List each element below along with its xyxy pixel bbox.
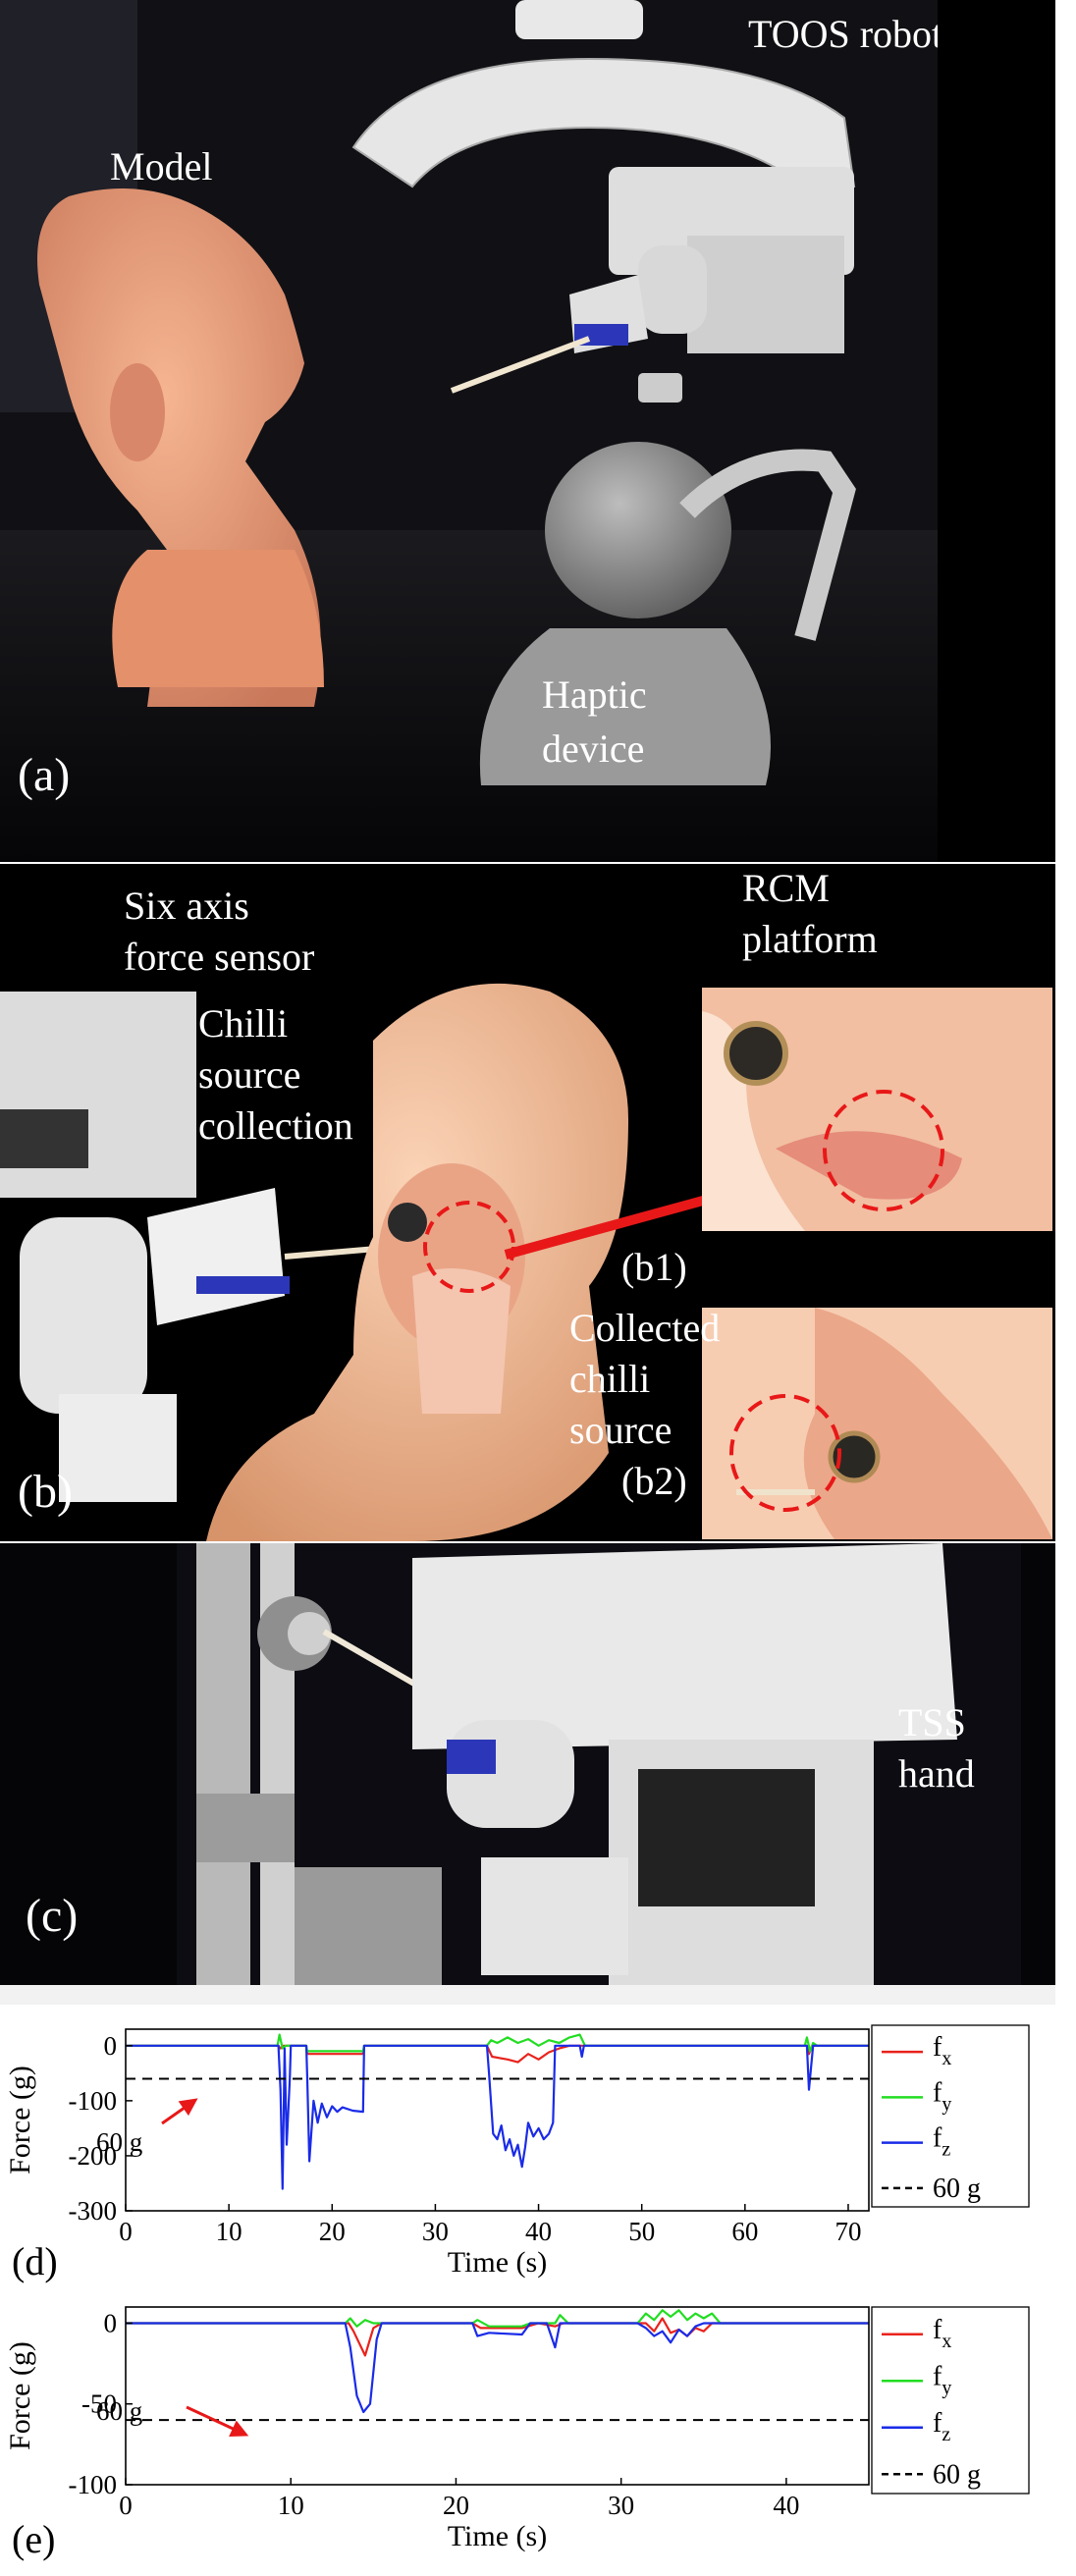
model-head bbox=[37, 188, 325, 707]
chilli-label-line2: source bbox=[198, 1052, 301, 1097]
y-tick-label: -100 bbox=[69, 2470, 118, 2499]
plot-frame bbox=[125, 2028, 870, 2212]
legend-box bbox=[871, 2024, 1030, 2208]
chilli-label-line3: collection bbox=[198, 1103, 353, 1148]
series-line-fy bbox=[126, 2309, 869, 2328]
plot-frame bbox=[125, 2306, 870, 2486]
x-tick-label: 70 bbox=[834, 2217, 861, 2246]
y-axis-label: Force (g) bbox=[4, 2066, 36, 2174]
sensor-label-line2: force sensor bbox=[124, 935, 315, 979]
panel-c-label: (c) bbox=[26, 1890, 79, 1942]
y-tick-label: -300 bbox=[69, 2196, 118, 2226]
power-box bbox=[295, 1867, 442, 2005]
toos-robot bbox=[351, 0, 856, 402]
rcm-label-line2: platform bbox=[742, 917, 878, 961]
x-tick-label: 50 bbox=[628, 2217, 655, 2246]
panel-d-label: (d) bbox=[12, 2239, 58, 2283]
legend-box bbox=[871, 2306, 1030, 2495]
x-tick-label: 20 bbox=[443, 2491, 469, 2520]
y-tick-label: 0 bbox=[104, 2031, 118, 2061]
x-axis-label: Time (s) bbox=[448, 2520, 547, 2552]
legend-label-fy: fy bbox=[933, 2077, 951, 2115]
chilli-label-line1: Chilli bbox=[198, 1001, 289, 1046]
x-tick-label: 40 bbox=[773, 2491, 799, 2520]
y-tick-label: -100 bbox=[69, 2086, 118, 2116]
legend-label-fx: fx bbox=[933, 2032, 951, 2069]
haptic-device bbox=[479, 442, 856, 785]
tss-label-line1: TSS bbox=[898, 1700, 966, 1744]
tss-hand bbox=[412, 1543, 957, 1985]
x-tick-label: 20 bbox=[319, 2217, 346, 2246]
panel-a-label: (a) bbox=[18, 749, 71, 801]
threshold-arrow-line bbox=[186, 2405, 242, 2435]
legend-label-threshold: 60 g bbox=[933, 2459, 981, 2490]
force-sensor-assembly bbox=[0, 992, 423, 1502]
panel-c-illustration bbox=[0, 1543, 1055, 2005]
collected-label-line3: source bbox=[569, 1408, 672, 1452]
x-tick-label: 40 bbox=[525, 2217, 552, 2246]
y-tick-label: 0 bbox=[104, 2308, 118, 2337]
panel-c-photo: TSS hand (c) bbox=[0, 1543, 1055, 2005]
x-tick-label: 30 bbox=[422, 2217, 449, 2246]
x-tick-label: 10 bbox=[216, 2217, 242, 2246]
threshold-annotation: 60 g bbox=[96, 2127, 142, 2157]
haptic-label-line1: Haptic bbox=[542, 672, 647, 717]
x-tick-label: 0 bbox=[119, 2491, 133, 2520]
y-tick-label: -200 bbox=[69, 2141, 118, 2171]
threshold-arrow-head bbox=[178, 2098, 198, 2117]
haptic-label-line2: device bbox=[542, 726, 645, 771]
collected-label-line2: chilli bbox=[569, 1357, 651, 1401]
chilli-collection-circle bbox=[423, 1201, 515, 1293]
inset-b1 bbox=[702, 988, 1052, 1231]
panel-e-label: (e) bbox=[12, 2517, 55, 2561]
y-tick-label: -50 bbox=[81, 2389, 117, 2419]
legend-label-fz: fz bbox=[933, 2408, 950, 2445]
x-axis-label: Time (s) bbox=[448, 2246, 547, 2279]
legend-label-fz: fz bbox=[933, 2123, 950, 2161]
x-tick-label: 0 bbox=[119, 2217, 133, 2246]
sectioned-head-model bbox=[206, 983, 628, 1541]
x-tick-label: 60 bbox=[731, 2217, 758, 2246]
threshold-annotation: 60 g bbox=[96, 2396, 142, 2426]
legend-label-threshold: 60 g bbox=[933, 2174, 981, 2204]
x-tick-label: 30 bbox=[608, 2491, 634, 2520]
legend-label-fx: fx bbox=[933, 2315, 951, 2352]
panel-a-illustration bbox=[0, 0, 938, 862]
x-tick-label: 10 bbox=[278, 2491, 304, 2520]
toos-robot-label: TOOS robot bbox=[748, 12, 938, 56]
inset-b2 bbox=[702, 1308, 1052, 1539]
collected-label-line1: Collected bbox=[569, 1306, 721, 1350]
threshold-arrow-head bbox=[229, 2420, 249, 2437]
model-label: Model bbox=[110, 144, 213, 188]
panel-b-illustration bbox=[0, 983, 1052, 1541]
tss-label-line2: hand bbox=[898, 1751, 975, 1796]
b2-label: (b2) bbox=[621, 1459, 687, 1503]
b1-label: (b1) bbox=[621, 1245, 687, 1289]
panel-b-label: (b) bbox=[18, 1466, 73, 1518]
rcm-label-line1: RCM bbox=[742, 866, 830, 910]
panel-a-right-margin bbox=[938, 0, 1055, 862]
series-line-fz bbox=[126, 2044, 869, 2190]
panel-a-photo: Model TOOS robot Haptic device (a) bbox=[0, 0, 938, 862]
series-line-fz bbox=[126, 2322, 869, 2414]
legend-label-fy: fy bbox=[933, 2361, 951, 2398]
sensor-label-line1: Six axis bbox=[124, 884, 249, 928]
panel-b-photo: Six axis force sensor RCM platform Chill… bbox=[0, 864, 1055, 1541]
y-axis-label: Force (g) bbox=[4, 2341, 36, 2450]
